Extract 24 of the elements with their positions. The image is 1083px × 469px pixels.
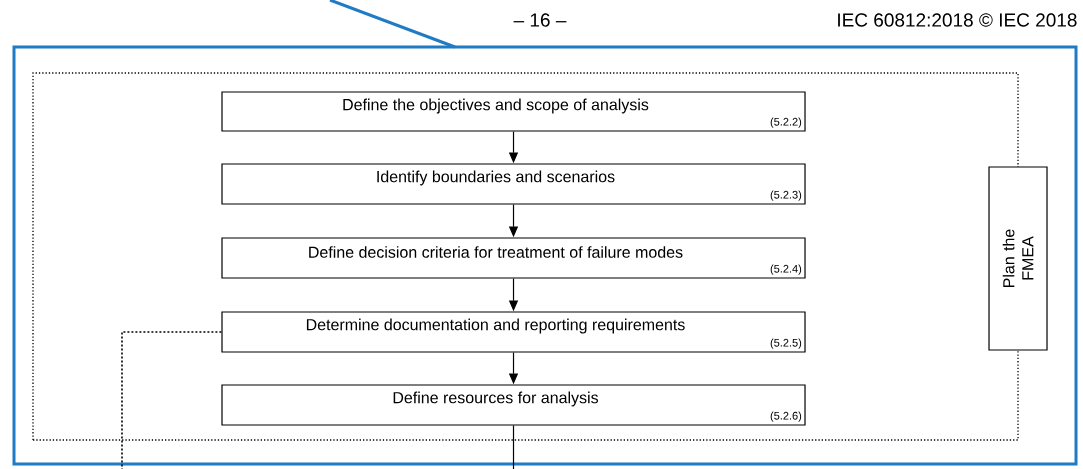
connector-line <box>512 425 515 469</box>
connector-line <box>121 331 223 469</box>
leader-line <box>329 0 456 49</box>
process-box <box>221 384 806 426</box>
section-number: (5.2.2) <box>770 117 802 128</box>
box-title: Determine documentation and reporting requirements <box>306 318 685 334</box>
section-number: (5.2.6) <box>770 411 802 422</box>
callout-frame <box>12 45 1078 466</box>
box-title: Define resources for analysis <box>393 391 599 407</box>
box-label: Plan the FMEA <box>1002 229 1034 287</box>
box-title: Define decision criteria for treatment of failure modes <box>309 246 683 258</box>
process-box <box>221 311 806 353</box>
header-text: IEC 60812:2018 © IEC 2018 <box>838 13 1077 27</box>
process-box <box>221 163 806 205</box>
section-number: (5.2.5) <box>770 338 802 349</box>
box-title: Define the objectives and scope of analysis <box>343 98 649 114</box>
process-box <box>221 91 806 132</box>
process-box <box>221 237 806 279</box>
dotted-frame <box>32 72 1019 441</box>
process-box <box>988 166 1048 351</box>
section-number: (5.2.4) <box>770 264 802 275</box>
page-number: – 16 – <box>513 13 567 27</box>
section-number: (5.2.3) <box>770 190 802 201</box>
box-title: Identify boundaries and scenarios <box>377 170 615 186</box>
